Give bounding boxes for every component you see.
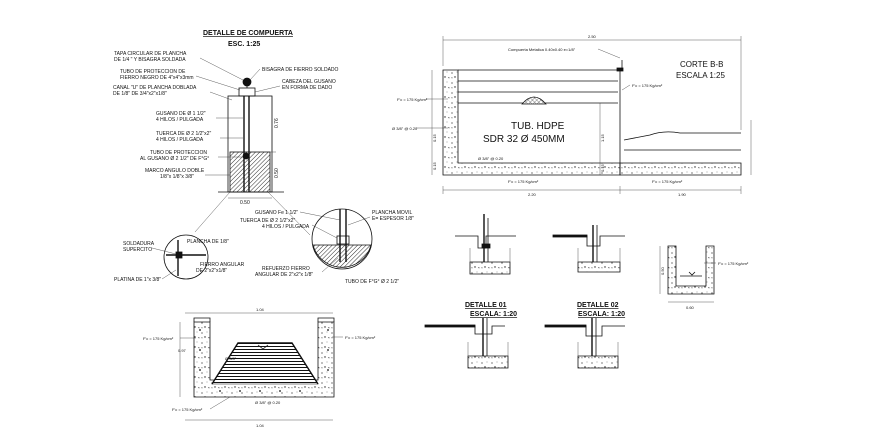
u-channel-dim-left: 0.50 bbox=[660, 266, 665, 275]
corte-dim-v4: 0.15 bbox=[600, 163, 605, 172]
corte-outlet-mesh bbox=[521, 96, 547, 105]
dim-050-vertical: 0.50 bbox=[274, 168, 280, 178]
gate-detail-title: DETALLE DE COMPUERTA bbox=[203, 30, 293, 37]
label-plancha-movil-2: E= ESPESOR 1/8" bbox=[372, 216, 414, 222]
label-refuerzo-1: REFUERZO FIERRO bbox=[262, 266, 310, 272]
gate-handle-cap bbox=[242, 77, 252, 87]
cross-fc-right: F'c = 175 Kg/cm² bbox=[345, 335, 376, 340]
label-cabeza-1: CABEZA DEL GUSANO bbox=[282, 79, 336, 85]
label-tapa-1: TAPA CIRCULAR DE PLANCHA bbox=[114, 51, 187, 57]
dim-050-horizontal: 0.50 bbox=[240, 200, 250, 206]
label-marco-1: MARCO ANGULO DOBLE bbox=[145, 168, 205, 174]
corte-dim-v2: 0.15 bbox=[432, 161, 437, 170]
label-refuerzo-2: ANGULAR DE 2"x2"x 1/8" bbox=[255, 272, 313, 278]
label-plancha-18: PLANCHA DE 1/8" bbox=[187, 239, 229, 245]
cross-dim-top: 1.04 bbox=[256, 307, 265, 312]
label-tuerca-2: 4 HILOS / PULGADA bbox=[156, 137, 204, 143]
corte-tub-line1: TUB. HDPE bbox=[511, 121, 565, 132]
label-tapa-2: DE 1/4 " Y BISAGRA SOLDADA bbox=[114, 57, 186, 63]
cross-section: 1.04 0.97 F'c = 175 Kg/cm² F'c = 175 Kg/… bbox=[143, 307, 376, 428]
cross-dim-left: 0.97 bbox=[178, 348, 187, 353]
label-canal-u-1: CANAL "U" DE PLANCHA DOBLADA bbox=[113, 85, 197, 91]
cross-fc-left: F'c = 175 Kg/cm² bbox=[143, 336, 174, 341]
cross-dim-bottom: 1.04 bbox=[256, 423, 265, 428]
corte-fc-right-bottom: F'c = 175 Kg/cm² bbox=[652, 179, 683, 184]
u-channel-dim-bottom: 0.60 bbox=[686, 305, 695, 310]
corte-bb: 2.50 Compuerta Metalica 0.40x0.40 e=1/8"… bbox=[392, 34, 752, 197]
corte-fc-right: F'c = 175 Kg/cm² bbox=[632, 83, 663, 88]
label-soldadura-1: SOLDADURA bbox=[123, 241, 155, 247]
corte-title: CORTE B-B bbox=[680, 60, 723, 69]
label-fierro-angular-2: DE 2"x2"x1/8" bbox=[196, 268, 227, 274]
label-tubo-fg: TUBO DE F°G° Ø 2 1/2" bbox=[345, 279, 399, 285]
corte-fc-left: F'c = 175 Kg/cm² bbox=[397, 97, 428, 102]
cross-section-pipe-fill bbox=[211, 342, 319, 385]
detalle-02-title: DETALLE 02 bbox=[577, 302, 619, 309]
corte-fc-bottom: F'c = 175 Kg/cm² bbox=[508, 179, 539, 184]
nut-marker bbox=[242, 152, 250, 160]
corte-compuerta-note: Compuerta Metalica 0.40x0.40 e=1/8" bbox=[508, 47, 576, 52]
corte-dim-bottom-left: 2.20 bbox=[528, 192, 537, 197]
corte-rebar-bottom: Ø 3/8" @ 0.20 bbox=[478, 156, 504, 161]
label-tubo-gusano-2: AL GUSANO Ø 2 1/2" DE F°G° bbox=[140, 156, 209, 162]
label-fierro-angular-1: FIERRO ANGULAR bbox=[200, 262, 245, 268]
u-channel-concrete bbox=[667, 245, 715, 295]
u-channel: 0.50 0.60 F'c = 175 Kg/cm² bbox=[659, 245, 749, 310]
detalle-02: DETALLE 02 ESCALA: 1:20 bbox=[544, 225, 625, 369]
label-tubo-proteccion-2: FIERRO NEGRO DE 4"x4"x3mm bbox=[120, 75, 194, 81]
small-details: SOLDADURA SUPERCITO PLANCHA DE 1/8" FIER… bbox=[114, 208, 414, 285]
label-cabeza-2: EN FORMA DE DADO bbox=[282, 85, 332, 91]
detalle-01: DETALLE 01 ESCALA: 1:20 bbox=[424, 214, 517, 369]
detalle-02-scale: ESCALA: 1:20 bbox=[578, 311, 625, 318]
corte-dim-bottom-right: 1.90 bbox=[678, 192, 687, 197]
u-channel-fc: F'c = 175 Kg/cm² bbox=[718, 261, 749, 266]
dim-076: 0.76 bbox=[274, 118, 280, 128]
corte-concrete-right bbox=[619, 162, 742, 176]
corte-tub-line2: SDR 32 Ø 450MM bbox=[483, 134, 565, 145]
label-small-tuerca-1: TUERCA DE Ø 2 1/2"x2" bbox=[240, 218, 295, 224]
label-tubo-proteccion-1: TUBO DE PROTECCION DE bbox=[120, 69, 186, 75]
label-platina: PLATINA DE 1"x 3/8" bbox=[114, 277, 161, 283]
gate-detail: DETALLE DE COMPUERTA ESC. 1:25 0.76 0.50… bbox=[113, 30, 339, 236]
detalle-01-title: DETALLE 01 bbox=[465, 302, 507, 309]
gate-head bbox=[238, 87, 256, 97]
detail-circle-left bbox=[163, 234, 209, 280]
corte-rebar-left: Ø 3/8" @ 0.20 bbox=[392, 126, 418, 131]
corte-dim-top: 2.50 bbox=[588, 34, 597, 39]
detail-circle-right-hatched bbox=[312, 244, 372, 268]
detail-circle-right bbox=[311, 208, 373, 270]
label-tuerca-1: TUERCA DE Ø 2 1/2"x2" bbox=[156, 131, 211, 137]
label-soldadura-2: SUPERCITO bbox=[123, 247, 152, 253]
label-gusano-fe: GUSANO Fe 1 1/2" bbox=[255, 210, 298, 216]
gate-detail-scale: ESC. 1:25 bbox=[228, 41, 260, 48]
cross-fc-bottom: F'c = 175 Kg/cm² bbox=[172, 407, 203, 412]
label-bisagra: BISAGRA DE FIERRO SOLDADO bbox=[262, 67, 339, 73]
cross-rebar-bottom: Ø 3/8" @ 0.20 bbox=[255, 400, 281, 405]
label-marco-2: 1/8"x 1/8"x 3/8" bbox=[160, 174, 194, 180]
label-tubo-gusano-1: TUBO DE PROTECCION bbox=[150, 150, 207, 156]
corte-scale: ESCALA 1:25 bbox=[676, 71, 725, 80]
label-canal-u-2: DE 1/8" DE 3/4"x2"x1/8" bbox=[113, 91, 167, 97]
corte-dim-v3: 1.15 bbox=[600, 133, 605, 142]
corte-dim-v1: 0.15 bbox=[432, 133, 437, 142]
label-plancha-movil-1: PLANCHA MOVIL bbox=[372, 210, 413, 216]
label-gusano-2: 4 HILOS / PULGADA bbox=[156, 117, 204, 123]
label-gusano-1: GUSANO DE Ø 1 1/2" bbox=[156, 111, 206, 117]
detalle-01-scale: ESCALA: 1:20 bbox=[470, 311, 517, 318]
label-small-tuerca-2: 4 HILOS / PULGADA bbox=[262, 224, 310, 230]
cross-rebar-inner: Ø 3/8" bbox=[225, 356, 237, 361]
gate-plate-hatched bbox=[229, 151, 271, 193]
corte-terrain bbox=[623, 131, 741, 141]
